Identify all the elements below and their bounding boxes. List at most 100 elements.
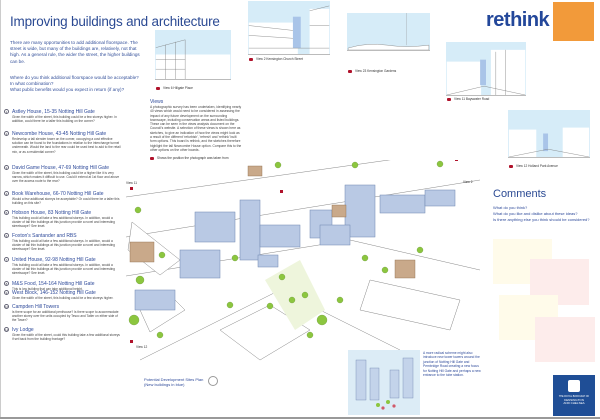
plan-label: View 2 bbox=[463, 180, 473, 184]
building-new-tower bbox=[239, 199, 261, 261]
pin-icon bbox=[130, 340, 133, 343]
site-number: 9 bbox=[4, 290, 9, 295]
north-arrow-icon bbox=[208, 376, 218, 386]
building-new bbox=[259, 224, 301, 248]
page-title: Improving buildings and architecture bbox=[10, 14, 220, 29]
tree bbox=[231, 254, 239, 262]
site-title: David Game House, 47-69 Notting Hill Gat… bbox=[12, 165, 109, 171]
crest-icon bbox=[568, 380, 580, 392]
site-number: 10 bbox=[4, 304, 9, 309]
building-new bbox=[134, 289, 176, 311]
site-title: Book Warehouse, 66-70 Notting Hill Gate bbox=[12, 191, 104, 197]
building-new bbox=[319, 224, 351, 246]
council-logo: THE ROYAL BOROUGH OF KENSINGTON AND CHEL… bbox=[553, 375, 595, 416]
intro-questions: Where do you think additional floorspace… bbox=[10, 75, 140, 94]
site-description: This is low building that can take addit… bbox=[12, 287, 83, 291]
tree bbox=[301, 291, 309, 299]
site-title: Hobson House, 83 Notting Hill Gate bbox=[12, 210, 92, 216]
building-new bbox=[257, 254, 279, 268]
view-caption: View 2 Kensington Church Street bbox=[249, 57, 303, 61]
comments-question: What do you like and dislike about these… bbox=[493, 211, 578, 216]
bottom-border bbox=[0, 417, 600, 419]
site-number: 8 bbox=[4, 281, 9, 286]
site-description: Given the width of the street, this buil… bbox=[12, 171, 120, 184]
view-sketch-12 bbox=[508, 110, 590, 158]
comments-question: Is there anything else you think should … bbox=[493, 217, 590, 222]
pin-icon bbox=[509, 164, 513, 168]
tree bbox=[128, 314, 140, 326]
radical-scheme-image bbox=[348, 350, 420, 415]
site-description: Would a few additional storeys be accept… bbox=[12, 197, 120, 206]
site-title: Newcombe House, 43-45 Notting Hill Gate bbox=[12, 131, 107, 137]
pin-icon bbox=[447, 97, 451, 101]
tree bbox=[306, 331, 314, 339]
site-title: Foxton's Santander and RBS bbox=[12, 233, 77, 239]
site-number: 6 bbox=[4, 233, 9, 238]
pin-icon bbox=[348, 69, 352, 73]
comments-heading: Comments bbox=[493, 188, 547, 200]
development-sites-plan bbox=[125, 160, 480, 361]
plan-caption: Potential Development Sites Plan (New bu… bbox=[144, 377, 204, 387]
site-title: United House, 92-98 Notting Hill Gate bbox=[12, 257, 96, 263]
site-number: 7 bbox=[4, 257, 9, 262]
site-description: This building could all take a few addit… bbox=[12, 216, 115, 229]
tree bbox=[416, 246, 424, 254]
question: Where do you think additional floorspace… bbox=[10, 75, 139, 80]
site-description: Redevelop a tall slender tower on the co… bbox=[12, 137, 121, 154]
views-heading: Views bbox=[150, 99, 164, 105]
site-description: Given the width of the street, this buil… bbox=[12, 115, 117, 124]
site-title: Astley House, 15-35 Notting Hill Gate bbox=[12, 109, 95, 115]
tree bbox=[135, 275, 145, 285]
site-description: Is there scope for an additional penthou… bbox=[12, 310, 119, 323]
building-historic bbox=[247, 165, 263, 177]
tree bbox=[274, 161, 282, 169]
intro-text: There are many opportunities to add addi… bbox=[10, 40, 140, 64]
site-number: 11 bbox=[4, 327, 9, 332]
pin-icon bbox=[455, 160, 458, 161]
brand-square bbox=[553, 2, 594, 41]
site-description: This building could all take a few addit… bbox=[12, 239, 115, 252]
tree bbox=[278, 273, 286, 281]
tree bbox=[351, 161, 359, 169]
view-sketch-6 bbox=[155, 30, 231, 80]
view-sketch-11 bbox=[446, 42, 526, 96]
sticky-note-pink[interactable] bbox=[535, 317, 595, 362]
pin-icon bbox=[130, 187, 133, 190]
radical-scheme-text: A more radical scheme might also introdu… bbox=[423, 351, 481, 378]
comments-question: What do you think? bbox=[493, 205, 528, 210]
view-sketch-2 bbox=[248, 1, 330, 55]
site-title: Ivy Lodge bbox=[12, 327, 34, 333]
tree bbox=[361, 254, 369, 262]
border bbox=[0, 0, 1, 419]
site-number: 3 bbox=[4, 165, 9, 170]
sketch-drawing bbox=[155, 39, 231, 79]
view-caption: View 23 Kensington Gardens bbox=[348, 69, 396, 73]
view-sketch-23 bbox=[347, 13, 430, 51]
site-title: West Block, 146-152 Notting Hill Gate bbox=[12, 290, 96, 296]
building-new bbox=[424, 189, 456, 207]
tree bbox=[436, 160, 444, 168]
tree bbox=[336, 296, 344, 304]
site-description: This building could all take a few addit… bbox=[12, 263, 115, 276]
site-title: M&S Food, 154-164 Notting Hill Gate bbox=[12, 281, 95, 287]
site-description: Given the width of the street, this buil… bbox=[12, 296, 114, 300]
pin-icon bbox=[280, 190, 283, 193]
view-caption: View 6 Hillgate Place bbox=[156, 86, 193, 90]
tree bbox=[226, 301, 234, 309]
building-new bbox=[194, 211, 236, 243]
building-historic bbox=[129, 241, 155, 263]
tree bbox=[156, 331, 164, 339]
tree bbox=[316, 314, 328, 326]
rethink-logo: rethink bbox=[486, 9, 550, 31]
